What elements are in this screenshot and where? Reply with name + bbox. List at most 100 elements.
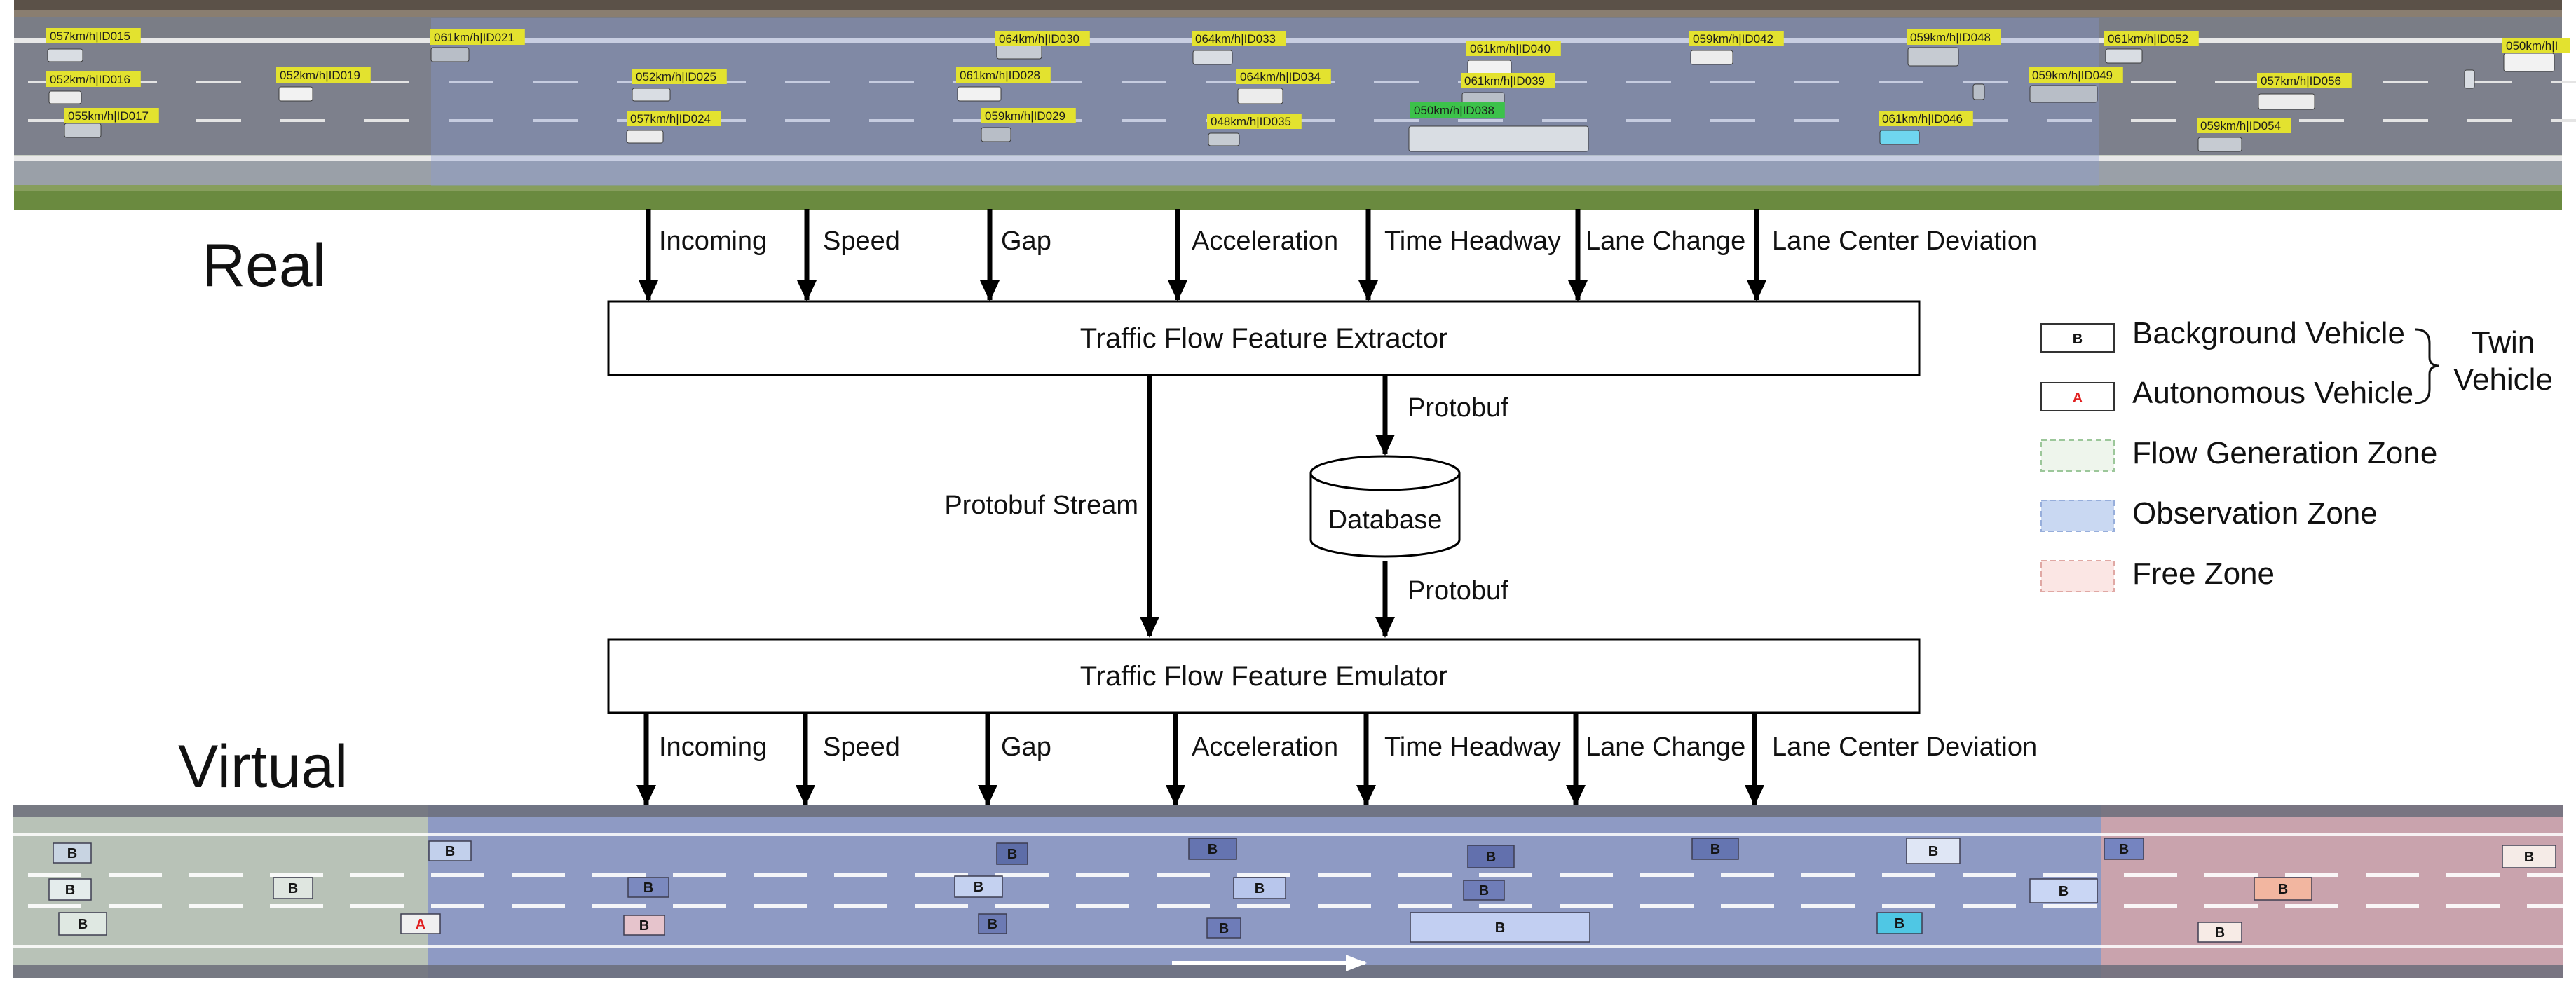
real-lane-dash (1626, 119, 1671, 122)
bottom-feature-gap: Gap (1001, 732, 1051, 762)
real-section-label: Real (202, 232, 326, 299)
vehicle-tag-background (2502, 38, 2570, 53)
virtual-autonomous-vehicle (400, 913, 441, 934)
real-lane-dash (1542, 119, 1587, 122)
virtual-lane-dash (2366, 873, 2419, 877)
real-lane-dash (1710, 119, 1755, 122)
real-lane-dash (2551, 81, 2576, 83)
real-vehicle (2197, 137, 2242, 152)
vehicle-speed-id-tag: 061km/h|ID039 (1464, 74, 1545, 88)
virtual-lane-dash (1318, 873, 1371, 877)
vehicle-tag-background (2197, 118, 2291, 133)
real-lane-dash (1374, 119, 1419, 122)
vehicle-tag-background (46, 71, 141, 87)
virtual-background-vehicle (53, 842, 92, 864)
virtual-lane-dash (1963, 904, 2016, 908)
virtual-lane-dash (1963, 873, 2016, 877)
real-lane-dash (1710, 81, 1755, 83)
virtual-lane-dash (1398, 873, 1452, 877)
vehicle-tag-background (2029, 67, 2123, 83)
virtual-background-vehicle (2502, 845, 2556, 868)
virtual-lane-dash (2446, 873, 2500, 877)
virtual-lane-dash (2366, 904, 2419, 908)
virtual-lane-dash (1801, 873, 1855, 877)
real-lane-dash (196, 81, 241, 83)
vehicle-speed-id-tag: 057km/h|ID024 (630, 112, 711, 125)
virtual-lane-dash (1157, 904, 1210, 908)
vehicle-tag-background (1907, 29, 2001, 45)
real-lane-dash (2299, 119, 2344, 122)
real-vehicle (1192, 50, 1233, 65)
virtual-background-vehicle (2197, 922, 2242, 943)
real-vehicle (1879, 130, 1920, 145)
virtual-lane-dash (1801, 904, 1855, 908)
real-lane-dash (785, 119, 830, 122)
bottom-feature-speed: Speed (823, 732, 900, 762)
vehicle-tag-background (430, 29, 525, 45)
vehicle-tag-background (1192, 31, 1286, 46)
virtual-vehicle-glyph: B (1208, 842, 1218, 857)
top-feature-lane-change: Lane Change (1586, 226, 1745, 256)
real-lane-dash (449, 119, 493, 122)
protobuf-bottom-label: Protobuf (1408, 576, 1508, 606)
virtual-background-vehicle (1691, 838, 1739, 860)
vehicle-tag-background (1410, 102, 1505, 118)
virtual-background-vehicle (1188, 838, 1237, 860)
real-vehicle (1408, 125, 1589, 152)
virtual-background-vehicle (996, 842, 1028, 865)
vehicle-speed-id-tag: 064km/h|ID033 (1195, 32, 1276, 46)
database-cylinder: Database (1309, 455, 1461, 558)
virtual-lane-dash (270, 873, 323, 877)
real-vehicle (632, 88, 671, 102)
virtual-lane-dash (2124, 904, 2177, 908)
virtual-vehicle-glyph: B (1895, 916, 1904, 932)
virtual-lane-dash (2285, 873, 2338, 877)
real-lane-dash (1879, 81, 1923, 83)
legend-twin-vehicle-label-line1: Twin (2472, 325, 2535, 360)
vehicle-speed-id-tag: 061km/h|ID021 (434, 31, 514, 44)
feature-emulator-label: Traffic Flow Feature Emulator (1080, 661, 1448, 692)
vehicle-speed-id-tag: 059km/h|ID049 (2032, 69, 2113, 82)
virtual-lane-dash (1318, 904, 1371, 908)
vehicle-tag-background (1461, 73, 1555, 88)
vehicle-tag-background (956, 67, 1051, 83)
real-vehicle (1907, 47, 1959, 67)
virtual-vehicle-glyph: B (1255, 881, 1265, 896)
virtual-vehicle-glyph: B (1710, 842, 1720, 857)
virtual-vehicle-glyph: B (67, 846, 77, 861)
top-feature-speed: Speed (823, 226, 900, 256)
virtual-background-vehicle (1410, 912, 1590, 943)
real-lane-dash (280, 119, 325, 122)
real-lane-dash (2551, 119, 2576, 122)
virtual-lane-dash (431, 904, 484, 908)
virtual-lane-dash (592, 904, 646, 908)
virtual-vehicle-glyph: B (2215, 925, 2225, 941)
vehicle-speed-id-tag: 061km/h|ID052 (2108, 32, 2188, 46)
real-lane-dash (1794, 119, 1839, 122)
vehicle-speed-id-tag: 064km/h|ID034 (1240, 70, 1321, 83)
feature-extractor-label: Traffic Flow Feature Extractor (1080, 323, 1448, 354)
virtual-background-vehicle (1467, 845, 1515, 868)
real-vehicle (2029, 85, 2098, 103)
real-vehicle (1237, 88, 1283, 104)
real-vehicle (626, 130, 664, 144)
vehicle-speed-id-tag: 052km/h|ID016 (50, 73, 130, 86)
vehicle-tag-background (1466, 41, 1561, 56)
virtual-lane-dash (189, 873, 243, 877)
vehicle-tag-background (632, 69, 727, 84)
top-feature-incoming: Incoming (659, 226, 767, 256)
virtual-background-vehicle (1906, 838, 1961, 864)
vehicle-tag-background (2257, 73, 2352, 88)
real-vehicle (2105, 48, 2143, 64)
real-lane-dash (1458, 119, 1503, 122)
virtual-lane-dash (1882, 873, 1935, 877)
virtual-background-vehicle (2029, 878, 2098, 903)
vehicle-tag-background (995, 31, 1090, 46)
real-vehicle (957, 86, 1002, 102)
virtual-background-vehicle (428, 840, 472, 861)
real-lane-dash (533, 119, 578, 122)
real-vehicle (2464, 69, 2475, 89)
virtual-lane-dash (2204, 873, 2258, 877)
virtual-lane-dash (2527, 904, 2576, 908)
virtual-lane-dash (109, 873, 162, 877)
